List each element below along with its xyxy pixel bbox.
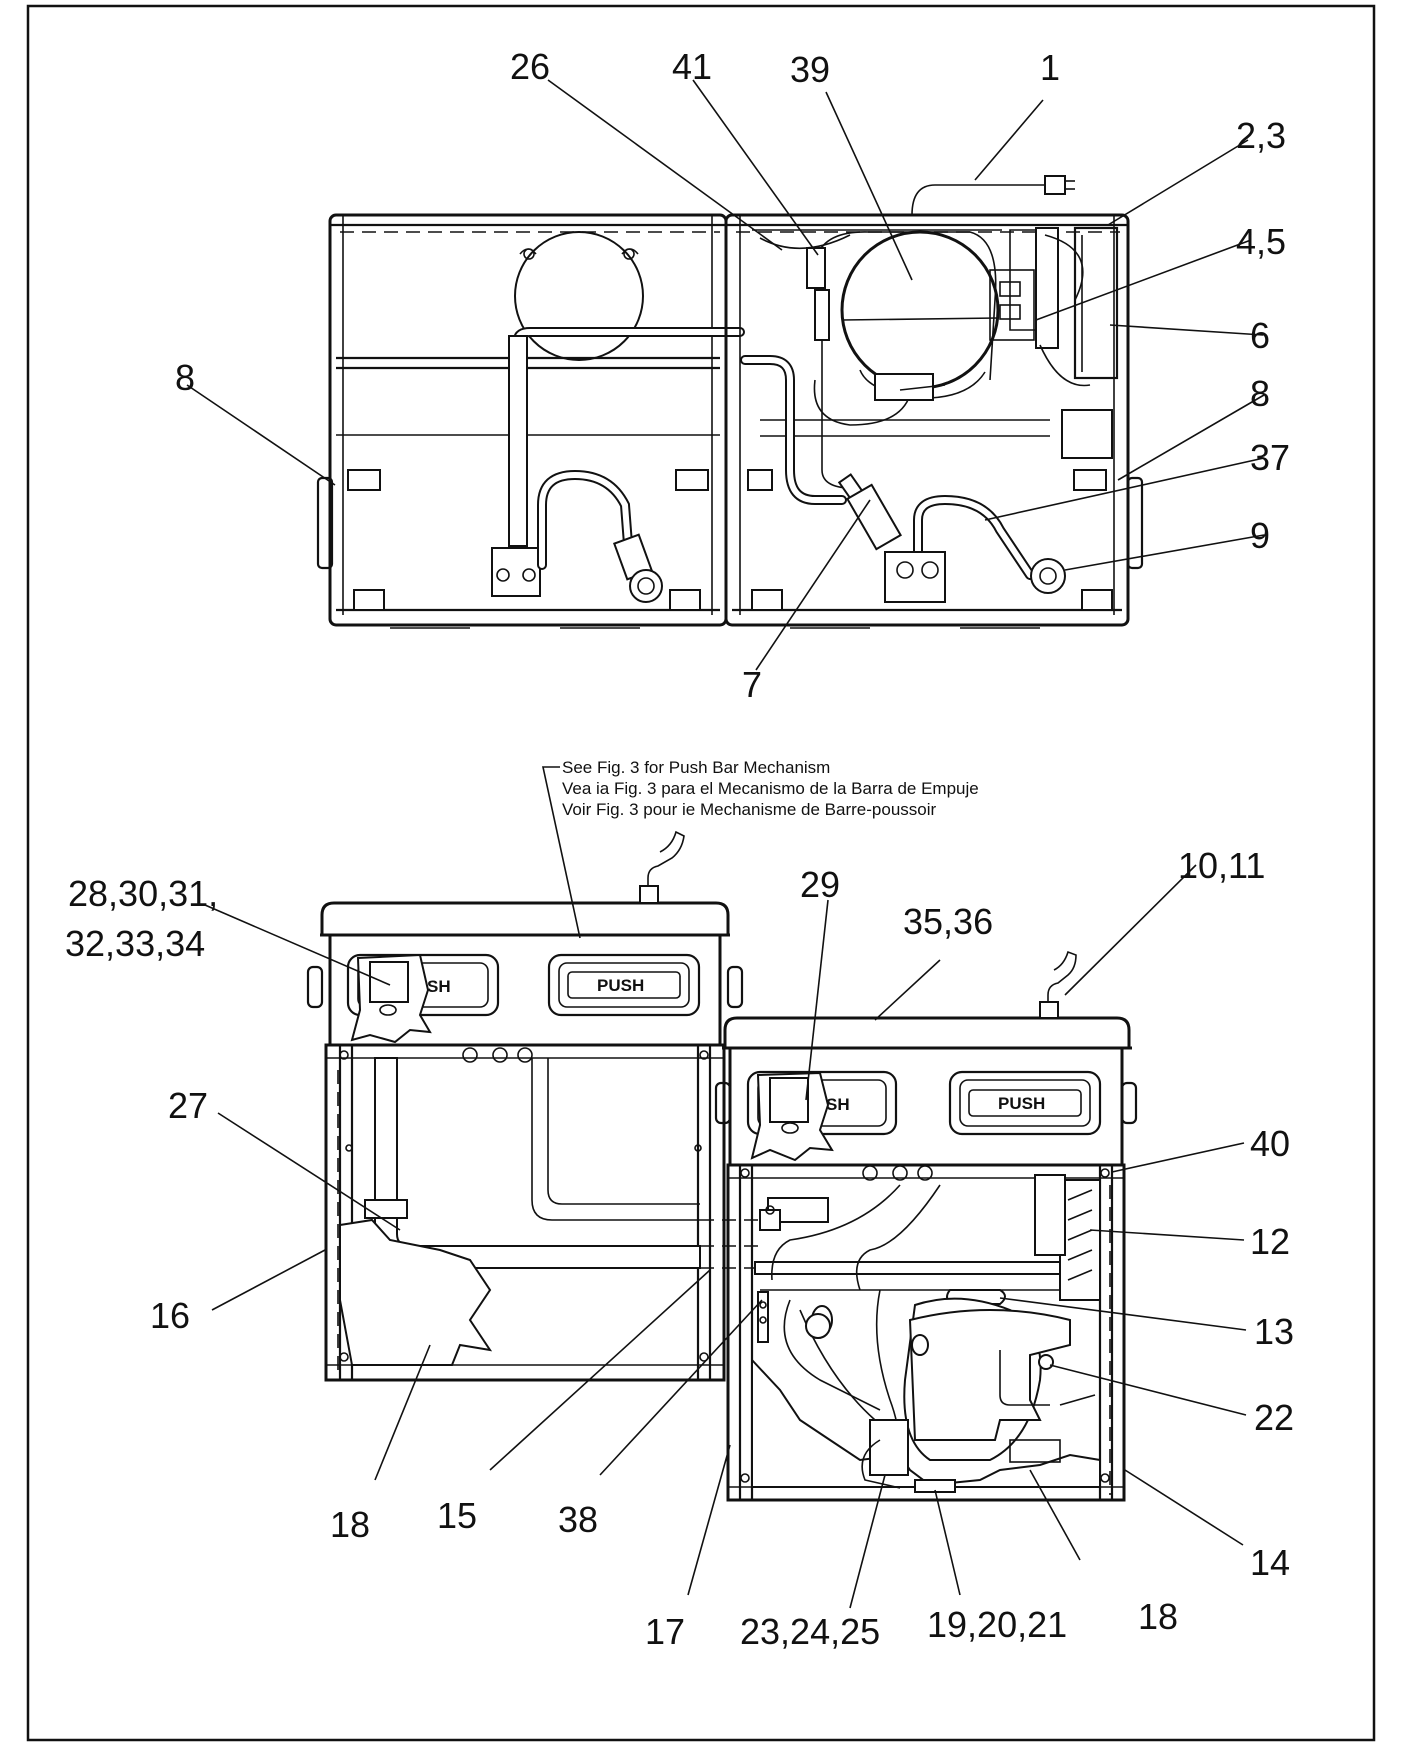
- note-line-1: See Fig. 3 for Push Bar Mechanism: [562, 758, 830, 777]
- callouts-top: 26 41 39 1 2,3 4,5 6 8 8 37 9 7: [175, 46, 1290, 705]
- callout-37: 37: [1250, 437, 1290, 478]
- front-view-right: SH PUSH: [700, 950, 1138, 1502]
- callout-17: 17: [645, 1611, 685, 1652]
- callout-14: 14: [1250, 1542, 1290, 1583]
- top-view: [316, 175, 1144, 629]
- callout-40: 40: [1250, 1123, 1290, 1164]
- callout-29: 29: [800, 864, 840, 905]
- push-label-partial-right: SH: [826, 1095, 850, 1114]
- callout-27: 27: [168, 1085, 208, 1126]
- front-view-left: SH PUSH: [306, 830, 744, 1382]
- note-line-3: Voir Fig. 3 pour ie Mechanisme de Barre-…: [562, 800, 937, 819]
- callout-18-right: 18: [1138, 1596, 1178, 1637]
- callout-19-20-21: 19,20,21: [927, 1604, 1067, 1645]
- callout-12: 12: [1250, 1221, 1290, 1262]
- push-label-left: PUSH: [597, 976, 644, 995]
- callout-1: 1: [1040, 47, 1060, 88]
- page-border: [26, 4, 1376, 1742]
- push-label-right: PUSH: [998, 1094, 1045, 1113]
- callout-22: 22: [1254, 1397, 1294, 1438]
- callout-26: 26: [510, 46, 550, 87]
- push-bar-note: See Fig. 3 for Push Bar Mechanism Vea ia…: [542, 758, 979, 939]
- callout-41: 41: [672, 46, 712, 87]
- callout-39: 39: [790, 49, 830, 90]
- callout-9: 9: [1250, 515, 1270, 556]
- callout-8-right: 8: [1250, 373, 1270, 414]
- callout-13: 13: [1254, 1311, 1294, 1352]
- callout-28-30-31: 28,30,31,: [68, 873, 218, 914]
- callout-8-left: 8: [175, 357, 195, 398]
- callout-23-24-25: 23,24,25: [740, 1611, 880, 1652]
- callouts-bottom: 28,30,31, 32,33,34 29 35,36 10,11 27 40 …: [65, 845, 1294, 1652]
- callout-15: 15: [437, 1495, 477, 1536]
- callout-6: 6: [1250, 315, 1270, 356]
- callout-16: 16: [150, 1295, 190, 1336]
- callout-10-11: 10,11: [1178, 845, 1265, 886]
- callout-18-left: 18: [330, 1504, 370, 1545]
- callout-2-3: 2,3: [1236, 115, 1286, 156]
- push-label-partial-left: SH: [427, 977, 451, 996]
- callout-32-33-34: 32,33,34: [65, 923, 205, 964]
- note-line-2: Vea ia Fig. 3 para el Mecanismo de la Ba…: [562, 779, 979, 798]
- callout-7: 7: [742, 664, 762, 705]
- callout-35-36: 35,36: [903, 901, 993, 942]
- callout-38: 38: [558, 1499, 598, 1540]
- callout-4-5: 4,5: [1236, 221, 1286, 262]
- leader-lines-top: [186, 79, 1265, 671]
- leader-lines-bottom: [204, 864, 1247, 1609]
